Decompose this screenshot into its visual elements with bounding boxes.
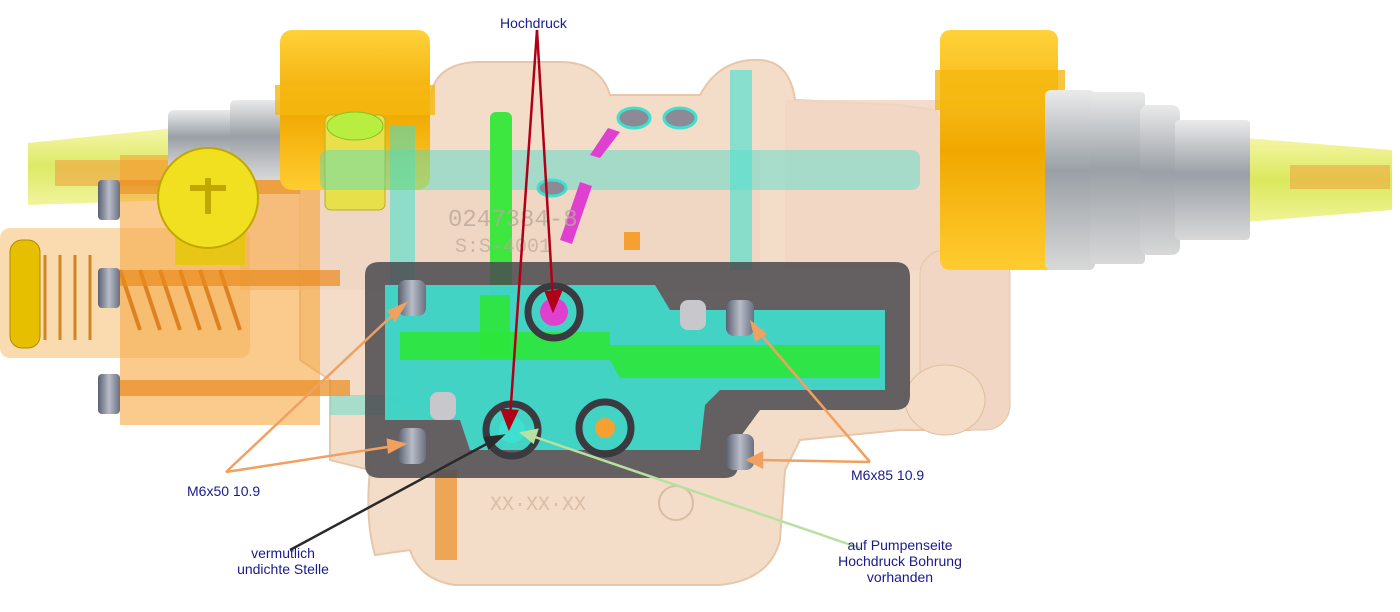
label-pumpenseite-line2: Hochdruck Bohrung xyxy=(838,553,962,569)
housing-date-code: XX·XX·XX xyxy=(490,494,586,517)
left-gold-nut xyxy=(275,30,435,190)
arrow-hochdruck xyxy=(500,29,563,432)
yellow-filter-cup xyxy=(324,111,386,211)
label-hochdruck: Hochdruck xyxy=(500,15,567,31)
yellow-screw-plug xyxy=(157,147,259,265)
right-gold-nut xyxy=(935,30,1065,270)
arrows-m6x50 xyxy=(225,301,409,474)
gasket-plate xyxy=(365,262,910,478)
high-pressure-port xyxy=(524,282,584,342)
gasket-bolts-m6x85 xyxy=(680,300,754,470)
housing-part-number: 0247384-8 xyxy=(448,207,578,234)
right-metal-fittings xyxy=(1045,90,1250,270)
label-m6x50: M6x50 10.9 xyxy=(187,483,261,499)
housing-markings: 0247384-8 S:S-4001 XX·XX·XX xyxy=(448,207,694,521)
magenta-rods xyxy=(560,128,620,244)
label-pumpenseite-line3: vorhanden xyxy=(866,569,934,585)
gasket-bolts-m6x50 xyxy=(398,280,456,464)
left-block-bolts xyxy=(98,180,120,414)
label-pumpenseite-line1: auf Pumpenseite xyxy=(847,537,953,553)
housing-code: S:S-4001 xyxy=(455,236,551,259)
top-valve-pins xyxy=(536,106,698,250)
arrow-undichte-stelle xyxy=(289,434,506,552)
arrow-pumpenseite xyxy=(519,428,861,550)
label-vermutlich-undichte-stelle: vermutlich undichte Stelle xyxy=(228,545,338,577)
label-m6x85: M6x85 10.9 xyxy=(851,467,925,483)
right-outlet-tube xyxy=(1245,138,1392,222)
label-vermutlich-line2: undichte Stelle xyxy=(237,561,329,577)
arrows-m6x85 xyxy=(745,319,871,470)
orange-port xyxy=(575,398,635,458)
label-auf-pumpenseite: auf Pumpenseite Hochdruck Bohrung vorhan… xyxy=(825,537,975,585)
label-vermutlich-line1: vermutlich xyxy=(251,545,315,561)
